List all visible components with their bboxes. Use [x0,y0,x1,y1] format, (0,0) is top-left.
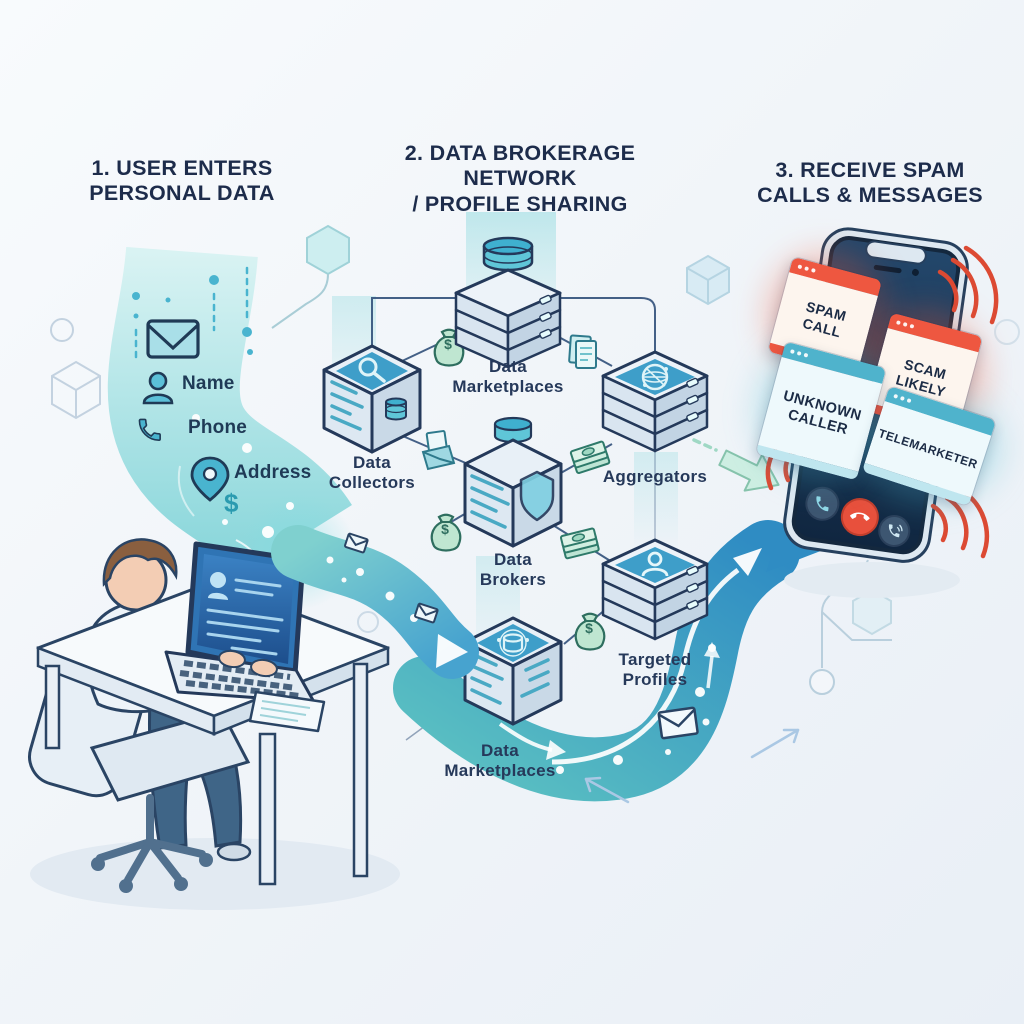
dashed-arrow-to-phone [692,438,780,492]
chair-seat [89,710,251,802]
cash-icon [559,527,600,560]
person-at-desk [28,538,400,910]
dollar-icon: $ [585,620,593,636]
answer-call-button [805,486,840,521]
label-data-marketplaces-top: Data Marketplaces [452,357,564,397]
field-label-name: Name [182,373,235,394]
field-label-address: Address [234,462,312,483]
notepad [248,690,326,733]
node-data-collectors [322,344,422,454]
label-data-collectors: Data Collectors [328,453,416,493]
money-bag-icon [430,513,462,552]
envelope-icon [146,319,200,359]
label-data-marketplaces-bottom: Data Marketplaces [444,741,556,781]
chair-base [96,794,206,884]
step3-heading: 3. RECEIVE SPAM CALLS & MESSAGES [757,158,983,208]
laptop [164,541,316,704]
node-aggregators [601,350,709,453]
person-hair [102,538,178,587]
money-bag-icon [574,612,606,651]
documents-icon [568,334,597,369]
laptop-keys [179,660,301,699]
decorative-arrows [584,728,800,804]
stream-dots-white [192,414,294,538]
node-targeted-profiles [601,538,709,641]
phone-shadow [784,562,960,598]
node-data-marketplaces-top [454,236,562,369]
step1-heading: 1. USER ENTERS PERSONAL DATA [89,156,275,206]
label-targeted-profiles: Targeted Profiles [618,650,692,690]
envelope-on-band-icon [414,602,439,624]
envelope-on-band-icon [344,532,369,554]
hexagon-decoration [306,224,350,276]
label-data-brokers: Data Brokers [479,550,547,590]
dollar-icon: $ [444,336,452,352]
dollar-icon: $ [224,488,239,518]
envelope-on-band-icon [657,706,699,740]
floor-shadow [30,838,400,910]
cube-outline-decoration [51,360,101,420]
phone-notch [865,240,927,265]
mail-icon [421,430,456,471]
chair-wheels [91,853,213,893]
step2-heading: 2. DATA BROKERAGE NETWORK / PROFILE SHAR… [404,141,636,216]
phone-icon [138,418,161,441]
stream-dots [132,275,253,355]
flow-band-from-laptop [271,525,479,679]
dollar-icon: $ [441,521,449,537]
node-data-marketplaces-bottom [463,616,563,726]
cash-icon [569,440,611,474]
arrowhead [436,634,468,668]
laptop-screen-profile [206,572,284,656]
field-label-phone: Phone [188,417,248,438]
cube-decoration [686,254,730,306]
user-icon [142,371,174,405]
location-pin-icon [190,456,230,502]
speaker-call-button [878,515,911,548]
decline-call-button [840,498,879,537]
flow-band-to-phone [393,498,844,802]
label-aggregators: Aggregators [602,467,708,486]
node-data-brokers [463,416,563,548]
